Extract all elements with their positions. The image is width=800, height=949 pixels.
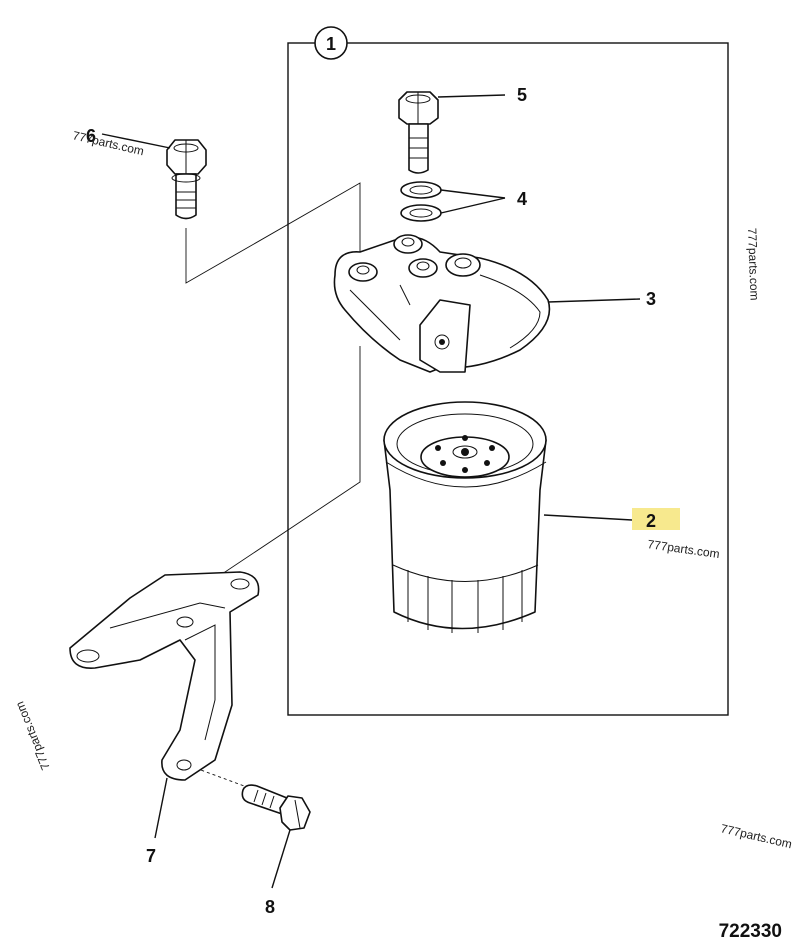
part-3-filter-head[interactable] [333,234,551,373]
part-8-bolt[interactable] [241,784,311,831]
leader-lines [101,94,641,889]
callout-7[interactable]: 7 [146,846,156,866]
part-2-filter-cartridge[interactable] [383,401,547,633]
callout-3[interactable]: 3 [646,289,656,309]
assembly-boundary [287,42,729,716]
figure-number: 722330 [719,921,782,942]
part-5-bolt[interactable] [398,91,439,174]
watermark-1: 777parts.com [71,128,145,158]
part-7-bracket[interactable] [69,571,260,781]
callout-5[interactable]: 5 [517,85,527,105]
callout-4[interactable]: 4 [517,189,527,209]
callout-2-highlight [632,508,680,530]
watermark-3: 777parts.com [647,537,721,561]
assembly-ref-label: 1 [326,34,336,54]
callout-6[interactable]: 6 [86,126,96,146]
part-6-bolt[interactable] [166,139,207,220]
part-4-washers[interactable] [400,181,442,222]
watermark-2: 777parts.com [745,228,762,301]
callout-2[interactable]: 2 [646,511,656,531]
watermark-4: 777parts.com [13,699,53,772]
ghost-line-bolt6 [185,182,361,284]
assembly-ref-badge[interactable]: 1 [314,26,348,60]
callout-8[interactable]: 8 [265,897,275,917]
watermark-5: 777parts.com [719,821,793,851]
ghost-line-bracket [185,346,361,599]
